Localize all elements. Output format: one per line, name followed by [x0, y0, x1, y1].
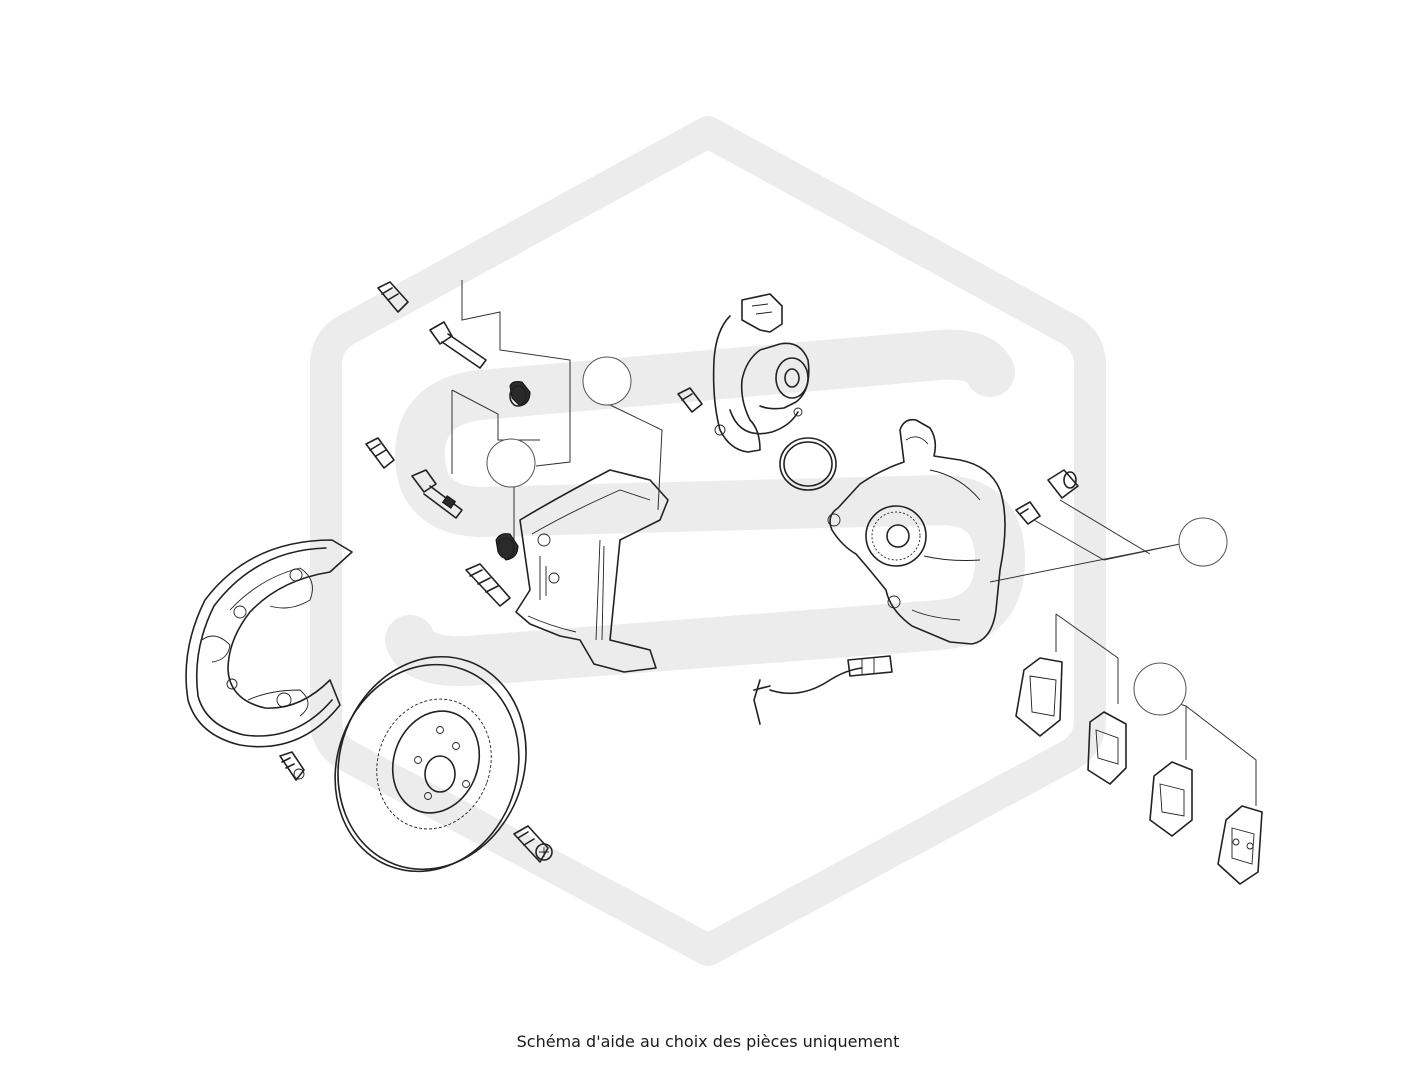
bleed-valve	[1015, 501, 1041, 525]
brake-pad-2	[1087, 711, 1127, 785]
diagram-caption: Schéma d'aide au choix des pièces unique…	[516, 1032, 900, 1051]
guide-pin-upper	[429, 321, 487, 369]
bleed-cap	[1047, 469, 1079, 499]
caliper-bolt-lower	[465, 563, 511, 607]
guide-pin-lower	[411, 469, 463, 519]
leader-lines	[451, 280, 1257, 806]
parking-brake-motor	[712, 293, 810, 453]
dust-shield	[185, 539, 353, 748]
disc-screw	[513, 825, 553, 863]
caliper-bolt-middle	[365, 437, 395, 469]
brake-pad-4	[1217, 805, 1263, 885]
callout-2[interactable]	[486, 438, 536, 488]
shield-screw	[279, 751, 305, 781]
callout-3[interactable]	[1178, 517, 1228, 567]
callout-1[interactable]	[582, 356, 632, 406]
bushing-upper	[509, 381, 531, 407]
bushing-lower	[495, 533, 519, 561]
callout-4[interactable]	[1133, 662, 1187, 716]
o-ring	[779, 437, 837, 491]
brake-pad-1	[1015, 657, 1063, 737]
brake-pad-3	[1149, 761, 1193, 837]
brake-disc	[334, 655, 527, 873]
motor-bolt	[677, 387, 703, 413]
wear-sensor	[753, 655, 893, 725]
watermark-logo	[310, 116, 1106, 966]
caliper-housing	[827, 418, 1006, 645]
caliper-bolt-upper	[377, 281, 409, 313]
